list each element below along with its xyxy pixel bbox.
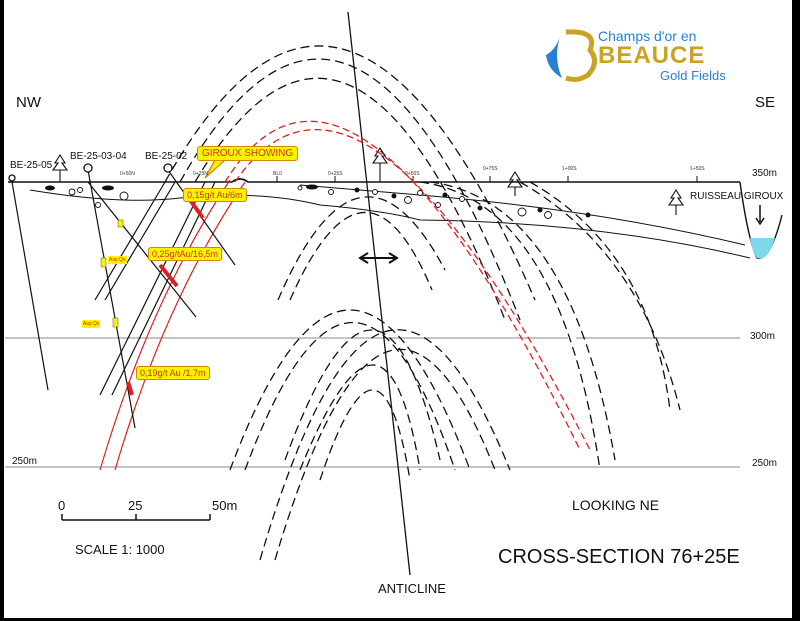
assay-callout: 0,19g/t Au /1,7m — [136, 366, 210, 380]
station-label: 1+00S — [562, 166, 577, 172]
ground-surface — [8, 178, 740, 183]
looking-direction: LOOKING NE — [572, 497, 660, 513]
station-label: 0+25N — [193, 171, 208, 177]
scale-tick: 50m — [212, 498, 238, 513]
scale-tick: 0 — [58, 498, 66, 513]
section-title: CROSS-SECTION 76+25E — [498, 546, 740, 568]
logo-line3: Gold Fields — [660, 68, 726, 83]
drillhole-label: BE-25-03-04 — [70, 151, 127, 162]
scale-bar — [61, 514, 211, 521]
stream-label: RUISSEAU GIROUX — [690, 191, 784, 202]
red-dashed-zone — [224, 120, 591, 451]
scale-label: SCALE 1: 1000 — [75, 542, 165, 557]
logo-mark — [546, 29, 597, 82]
station-label: 1+50S — [690, 166, 705, 172]
elevation-label: 350m — [752, 168, 778, 179]
logo-line1: Champs d'or en — [598, 28, 697, 44]
assay-callout: 0,15g/t Au/6m — [183, 188, 247, 202]
tree-icons — [51, 146, 685, 215]
mineral-tag: Asp.Qv — [82, 320, 101, 328]
station-label: BL0 — [273, 171, 282, 177]
station-label: 0+50N — [120, 171, 135, 177]
elevation-label: 250m — [12, 456, 38, 467]
drillhole-label: BE-25-05 — [10, 160, 53, 171]
label-nw: NW — [16, 94, 41, 111]
station-label: 0+25S — [328, 171, 343, 177]
drillhole-label: BE-25-02 — [145, 151, 188, 162]
station-label: 0+50S — [405, 171, 420, 177]
stream-water — [750, 238, 775, 259]
stream-arrow — [755, 205, 765, 226]
anticline-axis — [347, 11, 411, 576]
label-se: SE — [755, 94, 776, 111]
giroux-showing-callout: GIROUX SHOWING — [197, 146, 299, 161]
logo-line2: BEAUCE — [598, 42, 706, 69]
anticline-label: ANTICLINE — [378, 581, 446, 596]
scale-tick: 25 — [128, 498, 143, 513]
assay-callout: 0,25g/tAu/16,5m — [148, 247, 223, 261]
mineral-tag: Asp.Qv. — [108, 256, 128, 264]
elevation-label: 250m — [752, 458, 778, 469]
station-label: 0+75S — [483, 166, 498, 172]
elevation-label: 300m — [750, 331, 776, 342]
